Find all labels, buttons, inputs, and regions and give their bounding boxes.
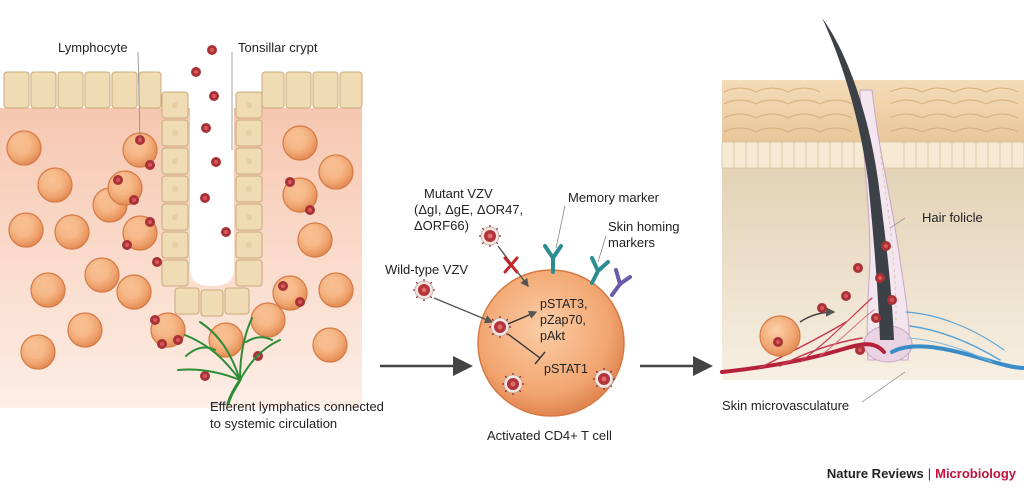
signal-pakt-label: pAkt [540, 329, 566, 343]
crypt-lumen [190, 90, 234, 286]
mutant-vzv-label-line3: ΔORF66) [414, 218, 469, 233]
activation-arrow [507, 310, 538, 325]
memory-marker-label: Memory marker [568, 190, 660, 205]
lymphatics-label-line1: Efferent lymphatics connected [210, 399, 384, 414]
hair-follicle-label: Hair folicle [922, 210, 983, 225]
wild-type-vzv-virion [412, 278, 436, 302]
signal-pstat1-label: pSTAT1 [544, 362, 588, 376]
journal-name: Microbiology [935, 466, 1016, 481]
inhibition-arrow [507, 333, 546, 365]
intracellular-virion [488, 315, 512, 339]
lymphocyte-label: Lymphocyte [58, 40, 128, 55]
activated-cd4-t-cell [477, 269, 625, 417]
mutant-vzv-label-line2: (ΔgI, ΔgE, ΔOR47, [414, 202, 523, 217]
blocked-entry-cross [503, 256, 519, 274]
signal-pzap70-label: pZap70, [540, 313, 586, 327]
credit-separator: | [927, 466, 932, 481]
tcell-panel: Mutant VZV (ΔgI, ΔgE, ΔOR47, ΔORF66) Wil… [385, 186, 680, 443]
wild-type-vzv-arrow [433, 297, 494, 324]
wild-type-vzv-label: Wild-type VZV [385, 262, 468, 277]
skin-microvasculature-label: Skin microvasculature [722, 398, 849, 413]
journal-credit: Nature Reviews|Microbiology [827, 466, 1016, 481]
tonsil-panel: Lymphocyte Tonsillar crypt Efferent lymp… [0, 40, 384, 431]
skin-microvasculature [720, 297, 1024, 374]
skin-panel: Hair folicle Skin microvasculature [720, 18, 1024, 413]
mutant-vzv-virion [478, 224, 502, 248]
intracellular-virion [501, 372, 525, 396]
publisher-name: Nature Reviews [826, 466, 924, 481]
hair-shaft [822, 18, 894, 340]
intracellular-virion [592, 367, 616, 391]
skin-homing-receptors [590, 256, 632, 297]
activated-cd4-t-cell-label: Activated CD4+ T cell [487, 428, 612, 443]
mutant-vzv-label-line1: Mutant VZV [424, 186, 493, 201]
skin-homing-label-line2: markers [608, 235, 655, 250]
lymphatics-label-line2: to systemic circulation [210, 416, 337, 431]
migrating-t-cell [759, 315, 801, 357]
memory-marker-receptor [543, 244, 563, 274]
skin-homing-label-line1: Skin homing [608, 219, 680, 234]
efferent-lymphatics [177, 317, 281, 406]
signal-pstat3-label: pSTAT3, [540, 297, 587, 311]
migration-arrow [799, 307, 836, 323]
tonsillar-crypt-label: Tonsillar crypt [238, 40, 318, 55]
